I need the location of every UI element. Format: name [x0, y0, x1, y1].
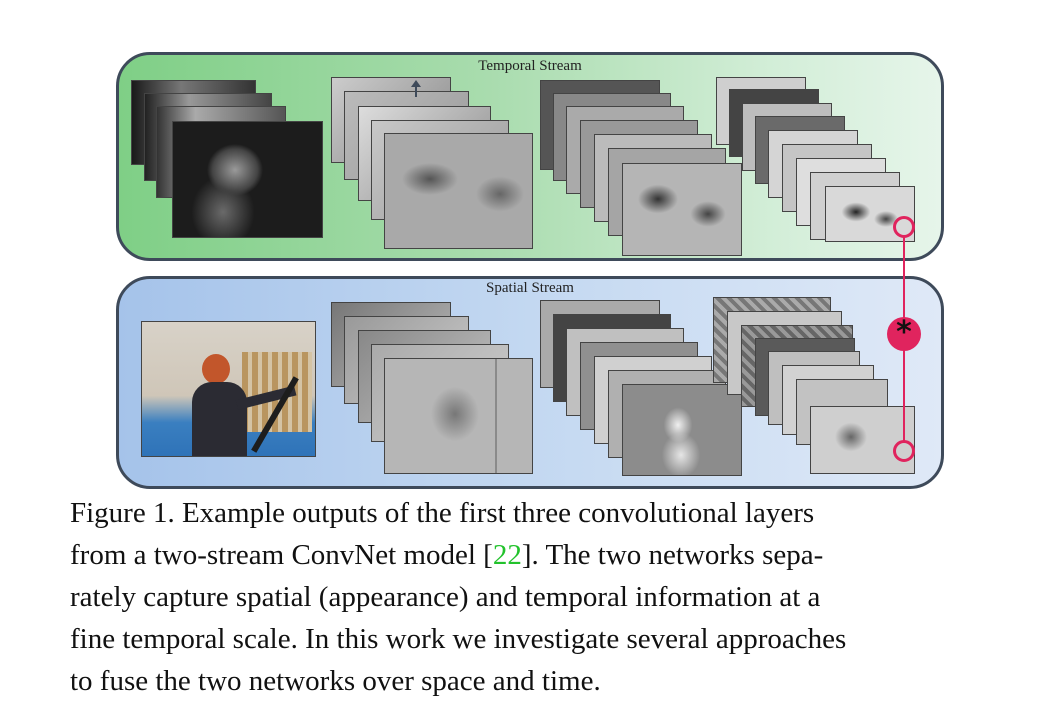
up-arrow-icon [411, 80, 421, 97]
rgb-input-frame [141, 321, 316, 457]
two-stream-figure: Temporal Stream Spatial Stream [116, 52, 944, 489]
caption-line-3: rately capture spatial (appearance) and … [70, 581, 821, 613]
conv1-feature-map [384, 133, 533, 249]
caption-line-4: fine temporal scale. In this work we inv… [70, 623, 847, 655]
caption-line-1: Figure 1. Example outputs of the first t… [70, 497, 815, 529]
conv3-feature-map [825, 186, 915, 242]
caption-line-5: to fuse the two networks over space and … [70, 665, 601, 697]
temporal-stream-title: Temporal Stream [478, 58, 582, 74]
spatial-conv2-feature-map [622, 384, 742, 476]
caption-line-2: from a two-stream ConvNet model [22]. Th… [70, 534, 994, 576]
caption-line-2-end: ]. The two networks sepa- [521, 539, 824, 571]
figure-caption: Figure 1. Example outputs of the first t… [70, 492, 994, 702]
fusion-asterisk-icon: * [896, 315, 912, 350]
caption-line-2-start: from a two-stream ConvNet model [ [70, 539, 493, 571]
spatial-stream-title: Spatial Stream [486, 280, 574, 296]
citation-link[interactable]: 22 [492, 539, 522, 571]
spatial-conv3-feature-map [810, 406, 915, 474]
optical-flow-frame [172, 121, 323, 238]
conv2-feature-map [622, 163, 742, 256]
fusion-connector [887, 216, 921, 462]
spatial-conv1-feature-map [384, 358, 533, 474]
